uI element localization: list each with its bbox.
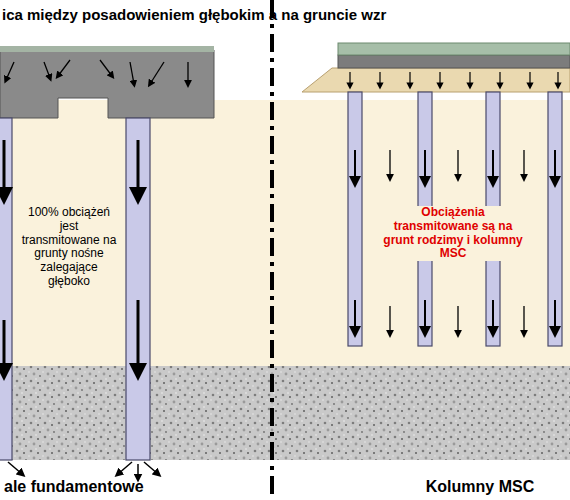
section-label: Kolumny MSC	[400, 478, 560, 496]
foundation-pile	[0, 118, 158, 478]
native-soil	[0, 100, 570, 366]
load-note: Obciążenia transmitowane są na grunt rod…	[380, 206, 526, 261]
load-note: 100% obciążeń jest transmitowane na grun…	[20, 206, 118, 289]
diagram-title: ica między posadowieniem głębokim a na g…	[2, 6, 568, 23]
bearing-layer	[0, 366, 570, 460]
pile-cap	[0, 46, 214, 118]
section-label: ale fundamentowe	[4, 478, 244, 496]
msc-column	[348, 92, 562, 346]
slab-on-platform	[302, 43, 570, 92]
axis-line	[270, 0, 274, 500]
